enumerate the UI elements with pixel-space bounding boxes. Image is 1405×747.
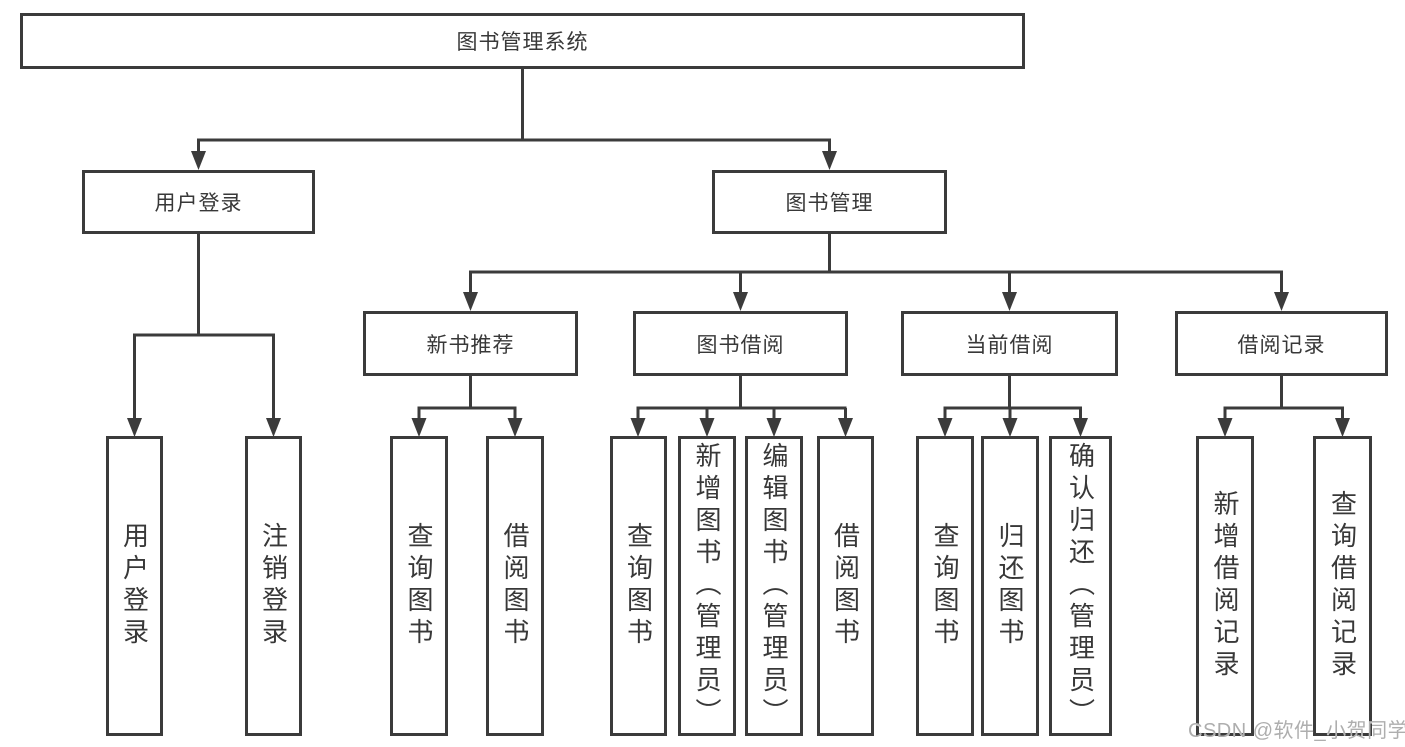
leaf-logout-login-label: 注销登录 bbox=[258, 522, 289, 650]
leaf-user-login: 用户登录 bbox=[106, 436, 163, 736]
leaf-borrow-books-recommend: 借阅图书 bbox=[486, 436, 544, 736]
leaf-query-books-borrow: 查询图书 bbox=[610, 436, 667, 736]
leaf-query-books-recommend: 查询图书 bbox=[390, 436, 448, 736]
leaf-edit-book-admin: 编辑图书（管理员） bbox=[745, 436, 803, 736]
leaf-confirm-return-admin: 确认归还（管理员） bbox=[1049, 436, 1112, 736]
node-new-book-recommend-label: 新书推荐 bbox=[426, 333, 515, 357]
leaf-add-borrow-record-label: 新增借阅记录 bbox=[1210, 490, 1240, 682]
node-book-management-label: 图书管理 bbox=[785, 192, 874, 215]
node-book-management: 图书管理 bbox=[712, 170, 947, 234]
node-root: 图书管理系统 bbox=[20, 13, 1025, 69]
node-current-borrowing-label: 当前借阅 bbox=[965, 333, 1054, 357]
csdn-watermark: CSDN @软件_小贺同学 bbox=[1188, 720, 1405, 742]
leaf-confirm-return-admin-label: 确认归还（管理员） bbox=[1065, 442, 1096, 730]
leaf-add-book-admin: 新增图书（管理员） bbox=[678, 436, 736, 736]
node-book-borrowing-label: 图书借阅 bbox=[696, 333, 785, 357]
leaf-query-books-borrow-label: 查询图书 bbox=[623, 522, 654, 650]
node-new-book-recommend: 新书推荐 bbox=[363, 311, 578, 376]
node-user-login: 用户登录 bbox=[82, 170, 315, 234]
leaf-return-books-label: 归还图书 bbox=[995, 522, 1025, 650]
leaf-borrow-books-recommend-label: 借阅图书 bbox=[500, 522, 530, 650]
node-book-borrowing: 图书借阅 bbox=[633, 311, 848, 376]
leaf-query-borrow-record: 查询借阅记录 bbox=[1313, 436, 1372, 736]
arrowheads bbox=[127, 151, 1350, 437]
leaf-logout-login: 注销登录 bbox=[245, 436, 302, 736]
node-borrowing-records-label: 借阅记录 bbox=[1237, 333, 1326, 357]
leaf-borrow-books-label: 借阅图书 bbox=[830, 522, 861, 650]
node-current-borrowing: 当前借阅 bbox=[901, 311, 1118, 376]
leaf-query-books-recommend-label: 查询图书 bbox=[404, 522, 434, 650]
leaf-add-book-admin-label: 新增图书（管理员） bbox=[692, 442, 722, 730]
node-borrowing-records: 借阅记录 bbox=[1175, 311, 1388, 376]
leaf-borrow-books: 借阅图书 bbox=[817, 436, 874, 736]
leaf-add-borrow-record: 新增借阅记录 bbox=[1196, 436, 1254, 736]
node-root-label: 图书管理系统 bbox=[456, 31, 589, 54]
leaf-user-login-label: 用户登录 bbox=[119, 522, 150, 650]
leaf-edit-book-admin-label: 编辑图书（管理员） bbox=[759, 442, 789, 730]
leaf-return-books: 归还图书 bbox=[981, 436, 1039, 736]
node-user-login-label: 用户登录 bbox=[154, 192, 243, 215]
leaf-query-books-current-label: 查询图书 bbox=[930, 522, 960, 650]
leaf-query-books-current: 查询图书 bbox=[916, 436, 974, 736]
leaf-query-borrow-record-label: 查询借阅记录 bbox=[1327, 490, 1358, 682]
